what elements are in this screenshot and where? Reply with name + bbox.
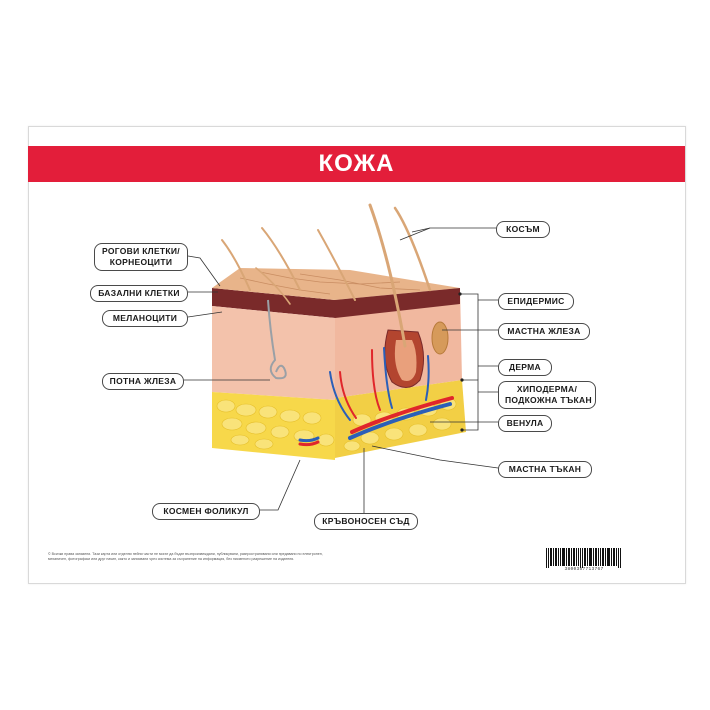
- barcode: [546, 548, 621, 568]
- label-hipoderma: ХИПОДЕРМА/ ПОДКОЖНА ТЪКАН: [498, 381, 596, 409]
- hair-strands: [221, 203, 432, 348]
- sweat-gland: [267, 299, 287, 380]
- label-rogovi-line1: РОГОВИ КЛЕТКИ/: [102, 246, 180, 256]
- label-derma: ДЕРМА: [498, 359, 552, 376]
- label-epidermis: ЕПИДЕРМИС: [498, 293, 574, 310]
- barcode-number: 3800357713767: [564, 567, 604, 572]
- label-rogovi-kletki: РОГОВИ КЛЕТКИ/ КОРНЕОЦИТИ: [94, 243, 188, 271]
- sebaceous-gland: [431, 321, 449, 355]
- label-melanociti: МЕЛАНОЦИТИ: [102, 310, 188, 327]
- skin-surface-top: [212, 268, 460, 300]
- page-title: КОЖА: [318, 150, 395, 177]
- leader-lines: [184, 227, 499, 520]
- label-mastna-zhleza: МАСТНА ЖЛЕЗА: [498, 323, 590, 340]
- label-bazalni-kletki: БАЗАЛНИ КЛЕТКИ: [90, 285, 188, 302]
- label-kosmen-folikul: КОСМЕН ФОЛИКУЛ: [152, 503, 260, 520]
- leader-dots: [458, 292, 464, 432]
- label-kruvonosen-sud: КРЪВОНОСЕН СЪД: [314, 513, 418, 530]
- label-potna-zhleza: ПОТНА ЖЛЕЗА: [102, 373, 184, 390]
- label-hipoderma-line2: ПОДКОЖНА ТЪКАН: [505, 395, 592, 405]
- hair-follicle: [384, 329, 424, 388]
- title-banner: [28, 146, 685, 182]
- fat-tissue-texture: [216, 397, 457, 452]
- label-venula: ВЕНУЛА: [498, 415, 552, 432]
- blood-vessels: [298, 347, 454, 447]
- label-kosam: КОСЪМ: [496, 221, 550, 238]
- copyright-notice: © Всички права запазени. Тази карта или …: [48, 552, 323, 561]
- label-rogovi-line2: КОРНЕОЦИТИ: [109, 257, 173, 267]
- label-mastna-tukan: МАСТНА ТЪКАН: [498, 461, 592, 478]
- label-hipoderma-line1: ХИПОДЕРМА/: [516, 384, 578, 394]
